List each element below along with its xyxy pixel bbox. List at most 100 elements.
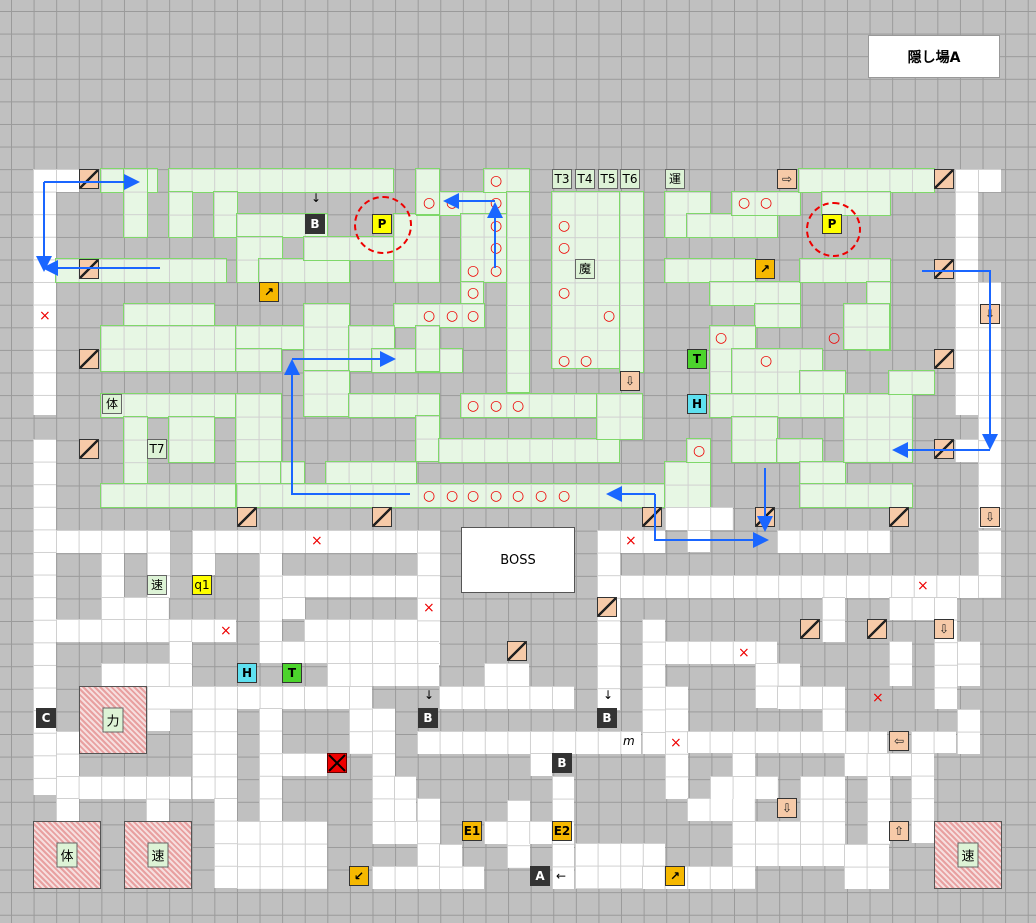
circle-mark-icon: ○ [558, 285, 571, 301]
circle-mark-icon: ○ [446, 488, 459, 504]
marker-h: H [237, 663, 257, 683]
marker-t5: T5 [598, 169, 618, 189]
marker-b: B [552, 753, 572, 773]
door-icon [79, 349, 99, 369]
circle-mark-icon: ○ [558, 353, 571, 369]
corridor [101, 597, 169, 620]
room-speed-left: 速 [124, 821, 192, 889]
boss-room: BOSS [461, 527, 575, 593]
corridor [596, 393, 643, 440]
corridor [709, 393, 846, 418]
corridor [394, 776, 416, 821]
corridor [235, 325, 327, 350]
door-icon [800, 619, 820, 639]
corridor [123, 416, 148, 486]
corridor [123, 303, 215, 328]
corridor [822, 597, 845, 642]
door-icon [372, 507, 392, 527]
door-icon [934, 259, 954, 279]
one-way-right-icon: ⇨ [777, 169, 797, 189]
corridor [237, 821, 327, 889]
corridor [731, 416, 778, 463]
corridor [417, 798, 440, 866]
stairs-down-left-icon: ↙ [349, 866, 369, 886]
corridor [100, 325, 237, 372]
corridor [372, 708, 395, 821]
corridor [213, 191, 238, 238]
marker-h: H [687, 394, 707, 414]
corridor [101, 663, 191, 686]
circle-mark-icon: ○ [828, 330, 841, 346]
corridor [236, 483, 666, 508]
corridor [146, 776, 169, 821]
corridor [282, 753, 327, 776]
circle-mark-icon: ○ [490, 398, 503, 414]
corridor [619, 191, 644, 373]
door-icon [237, 507, 257, 527]
stairs-up-right-icon: ↗ [259, 282, 279, 302]
blocked-cell-icon [327, 753, 347, 773]
corridor [101, 553, 124, 598]
corridor [664, 461, 711, 508]
door-icon [507, 641, 527, 661]
circle-mark-icon: ○ [760, 195, 773, 211]
one-way-down-icon: ⇩ [777, 798, 797, 818]
corridor [100, 393, 237, 418]
corridor [327, 663, 439, 686]
corridor [304, 619, 439, 641]
map-title: 隠し場A [868, 35, 1000, 78]
corridor [799, 461, 846, 486]
circle-mark-icon: ○ [446, 308, 459, 324]
corridor [732, 753, 755, 776]
door-icon [889, 507, 909, 527]
circle-mark-icon: ○ [490, 488, 503, 504]
corridor [168, 168, 394, 193]
corridor [168, 416, 215, 463]
corridor [33, 169, 56, 415]
corridor [844, 844, 889, 889]
corridor [235, 348, 282, 372]
one-way-down-icon: ⇩ [980, 507, 1000, 527]
corridor [192, 686, 237, 799]
marker-a: A [530, 866, 550, 886]
corridor [484, 663, 529, 686]
corridor [33, 439, 56, 795]
corridor [168, 191, 193, 238]
corridor [56, 798, 79, 821]
corridor [483, 168, 530, 193]
circle-mark-icon: ○ [467, 488, 480, 504]
corridor [642, 619, 665, 754]
circle-mark-icon: ○ [490, 173, 503, 189]
corridor [709, 281, 801, 306]
corridor [348, 393, 440, 418]
door-icon [79, 439, 99, 459]
circle-mark-icon: ○ [423, 195, 436, 211]
corridor [867, 776, 890, 844]
door-icon [934, 169, 954, 189]
corridor [665, 641, 777, 664]
corridor [911, 731, 956, 753]
corridor [438, 438, 620, 463]
corridor [417, 731, 641, 754]
x-mark-icon: × [625, 533, 637, 549]
stairs-up-right-icon: ↗ [755, 259, 775, 279]
circle-mark-icon: ○ [558, 488, 571, 504]
corridor [732, 821, 755, 889]
corridor [460, 393, 597, 418]
marker-stamina: 体 [102, 394, 122, 414]
corridor [259, 641, 439, 663]
circle-mark-icon: ○ [512, 488, 525, 504]
corridor [800, 776, 845, 866]
corridor [687, 731, 887, 753]
circle-mark-icon: ○ [490, 240, 503, 256]
x-mark-icon: × [670, 735, 682, 751]
room-speed-right: 速 [934, 821, 1002, 889]
corridor [303, 370, 350, 417]
circle-mark-icon: ○ [580, 353, 593, 369]
circle-mark-icon: ○ [423, 308, 436, 324]
corridor [415, 325, 440, 372]
circle-mark-icon: ○ [467, 285, 480, 301]
marker-t3: T3 [552, 169, 572, 189]
